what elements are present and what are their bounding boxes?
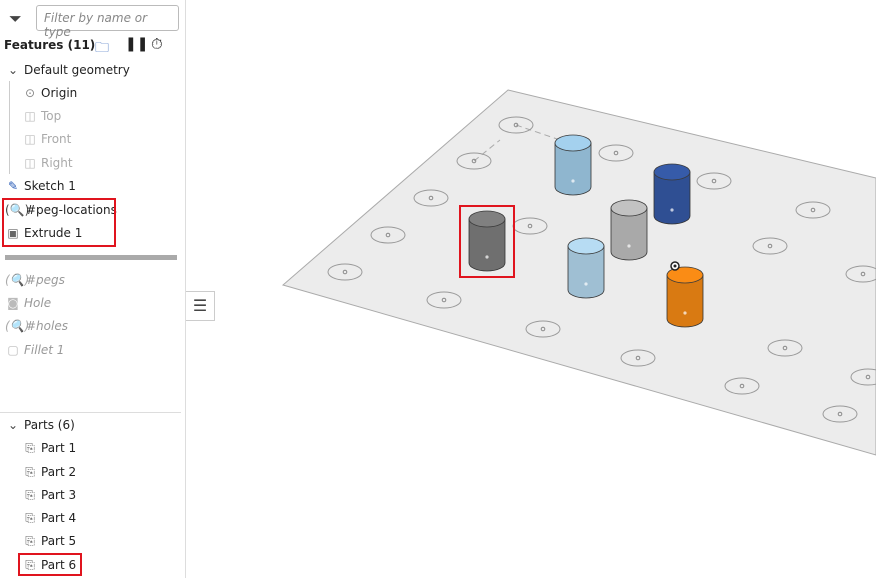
hole-marker <box>426 291 462 309</box>
feature-right-plane[interactable]: ◫ Right <box>22 152 73 174</box>
feature-sketch-1[interactable]: ✎ Sketch 1 <box>5 175 76 197</box>
plane-icon: ◫ <box>24 132 36 146</box>
part-item[interactable]: ⎘ Part 2 <box>22 461 76 483</box>
peg-part[interactable] <box>653 163 691 225</box>
part-label: Part 3 <box>41 488 77 502</box>
hole-marker <box>370 226 406 244</box>
pause-icon[interactable]: ❚❚ <box>125 36 149 52</box>
feature-label: Right <box>41 156 73 170</box>
hole-marker <box>498 116 534 134</box>
hole-marker <box>822 405 858 423</box>
feature-fillet-1[interactable]: ▢ Fillet 1 <box>5 339 64 361</box>
feature-label: Sketch 1 <box>24 179 76 193</box>
hole-marker <box>696 172 732 190</box>
highlight-box <box>2 198 116 247</box>
part-item[interactable]: ⎘ Part 4 <box>22 507 76 529</box>
extrude-icon: ▣ <box>7 226 19 240</box>
feature-hole[interactable]: ◙ Hole <box>5 292 51 314</box>
hole-marker <box>724 377 760 395</box>
feature-label: Origin <box>41 86 78 100</box>
feature-front-plane[interactable]: ◫ Front <box>22 128 71 150</box>
feature-holes[interactable]: (🔍)#holes <box>5 315 68 337</box>
graphics-viewport[interactable] <box>187 0 876 578</box>
highlight-box <box>18 553 82 576</box>
part-item[interactable]: ⎘ Part 5 <box>22 530 76 552</box>
highlight-box <box>459 205 515 278</box>
fillet-icon: ▢ <box>7 343 19 357</box>
feature-label: Top <box>41 109 62 123</box>
filter-icon[interactable]: ⏷ <box>9 9 22 28</box>
hole-marker <box>456 152 492 170</box>
part-label: Part 2 <box>41 465 77 479</box>
feature-list-panel: ⏷ Filter by name or type Features (11) 🗀… <box>0 0 186 578</box>
peg-part[interactable] <box>567 237 605 299</box>
feature-label: #pegs <box>26 273 65 287</box>
features-header: Features (11) <box>4 38 96 52</box>
hole-marker <box>767 339 803 357</box>
feature-label: Fillet 1 <box>24 343 65 357</box>
origin-icon: ⊙ <box>24 86 36 100</box>
chevron-down-icon: ⌄ <box>7 418 19 432</box>
rollback-bar[interactable] <box>5 255 177 260</box>
hole-marker <box>327 263 363 281</box>
part-icon: ⎘ <box>25 465 35 479</box>
feature-peg-locations[interactable]: (🔍)#peg-locations <box>5 199 117 221</box>
hole-marker <box>795 201 831 219</box>
feature-label: Front <box>41 132 72 146</box>
part-label: Part 5 <box>41 534 77 548</box>
hole-marker <box>752 237 788 255</box>
plane-icon: ◫ <box>24 109 36 123</box>
query-icon: (🔍) <box>5 319 30 333</box>
chevron-down-icon: ⌄ <box>7 63 19 77</box>
part-label: Part 6 <box>41 558 77 572</box>
part-label: Part 1 <box>41 441 77 455</box>
parts-header[interactable]: ⌄ Parts (6) <box>5 414 75 436</box>
sketch-icon: ✎ <box>7 179 19 193</box>
feature-default-geometry[interactable]: ⌄ Default geometry <box>5 59 130 81</box>
hole-icon: ◙ <box>7 296 19 310</box>
peg-part[interactable] <box>666 266 704 328</box>
feature-label: #peg-locations <box>26 203 117 217</box>
hole-marker <box>525 320 561 338</box>
part-label: Part 4 <box>41 511 77 525</box>
hole-marker <box>850 368 876 386</box>
feature-origin[interactable]: ⊙ Origin <box>22 82 77 104</box>
feature-extrude-1[interactable]: ▣ Extrude 1 <box>5 222 82 244</box>
list-toggle-button[interactable]: ☰ <box>186 291 215 321</box>
feature-label: Hole <box>24 296 52 310</box>
feature-top-plane[interactable]: ◫ Top <box>22 105 61 127</box>
timer-icon[interactable]: ⏱ <box>151 35 163 53</box>
query-icon: (🔍) <box>5 273 30 287</box>
part-icon: ⎘ <box>25 441 35 455</box>
parts-header-label: Parts (6) <box>24 418 75 432</box>
list-icon: ☰ <box>192 296 208 315</box>
part-icon: ⎘ <box>25 534 35 548</box>
hole-marker <box>413 189 449 207</box>
filter-input[interactable]: Filter by name or type <box>36 5 179 39</box>
feature-pegs[interactable]: (🔍)#pegs <box>5 269 65 291</box>
plane-icon: ◫ <box>24 156 36 170</box>
peg-part[interactable] <box>610 199 648 261</box>
hole-marker <box>598 144 634 162</box>
part-item[interactable]: ⎘ Part 3 <box>22 484 76 506</box>
feature-label: Extrude 1 <box>24 226 83 240</box>
hole-marker <box>845 265 876 283</box>
part-icon: ⎘ <box>25 488 35 502</box>
feature-label: #holes <box>26 319 68 333</box>
part-icon: ⎘ <box>25 511 35 525</box>
part-item[interactable]: ⎘ Part 1 <box>22 437 76 459</box>
part-icon: ⎘ <box>25 558 35 572</box>
new-folder-icon[interactable]: 🗀 <box>95 40 109 56</box>
feature-label: Default geometry <box>24 63 130 77</box>
hole-marker <box>620 349 656 367</box>
peg-part[interactable] <box>554 134 592 196</box>
peg-part[interactable] <box>468 210 506 272</box>
part-item[interactable]: ⎘ Part 6 <box>22 554 76 576</box>
divider <box>0 412 181 413</box>
